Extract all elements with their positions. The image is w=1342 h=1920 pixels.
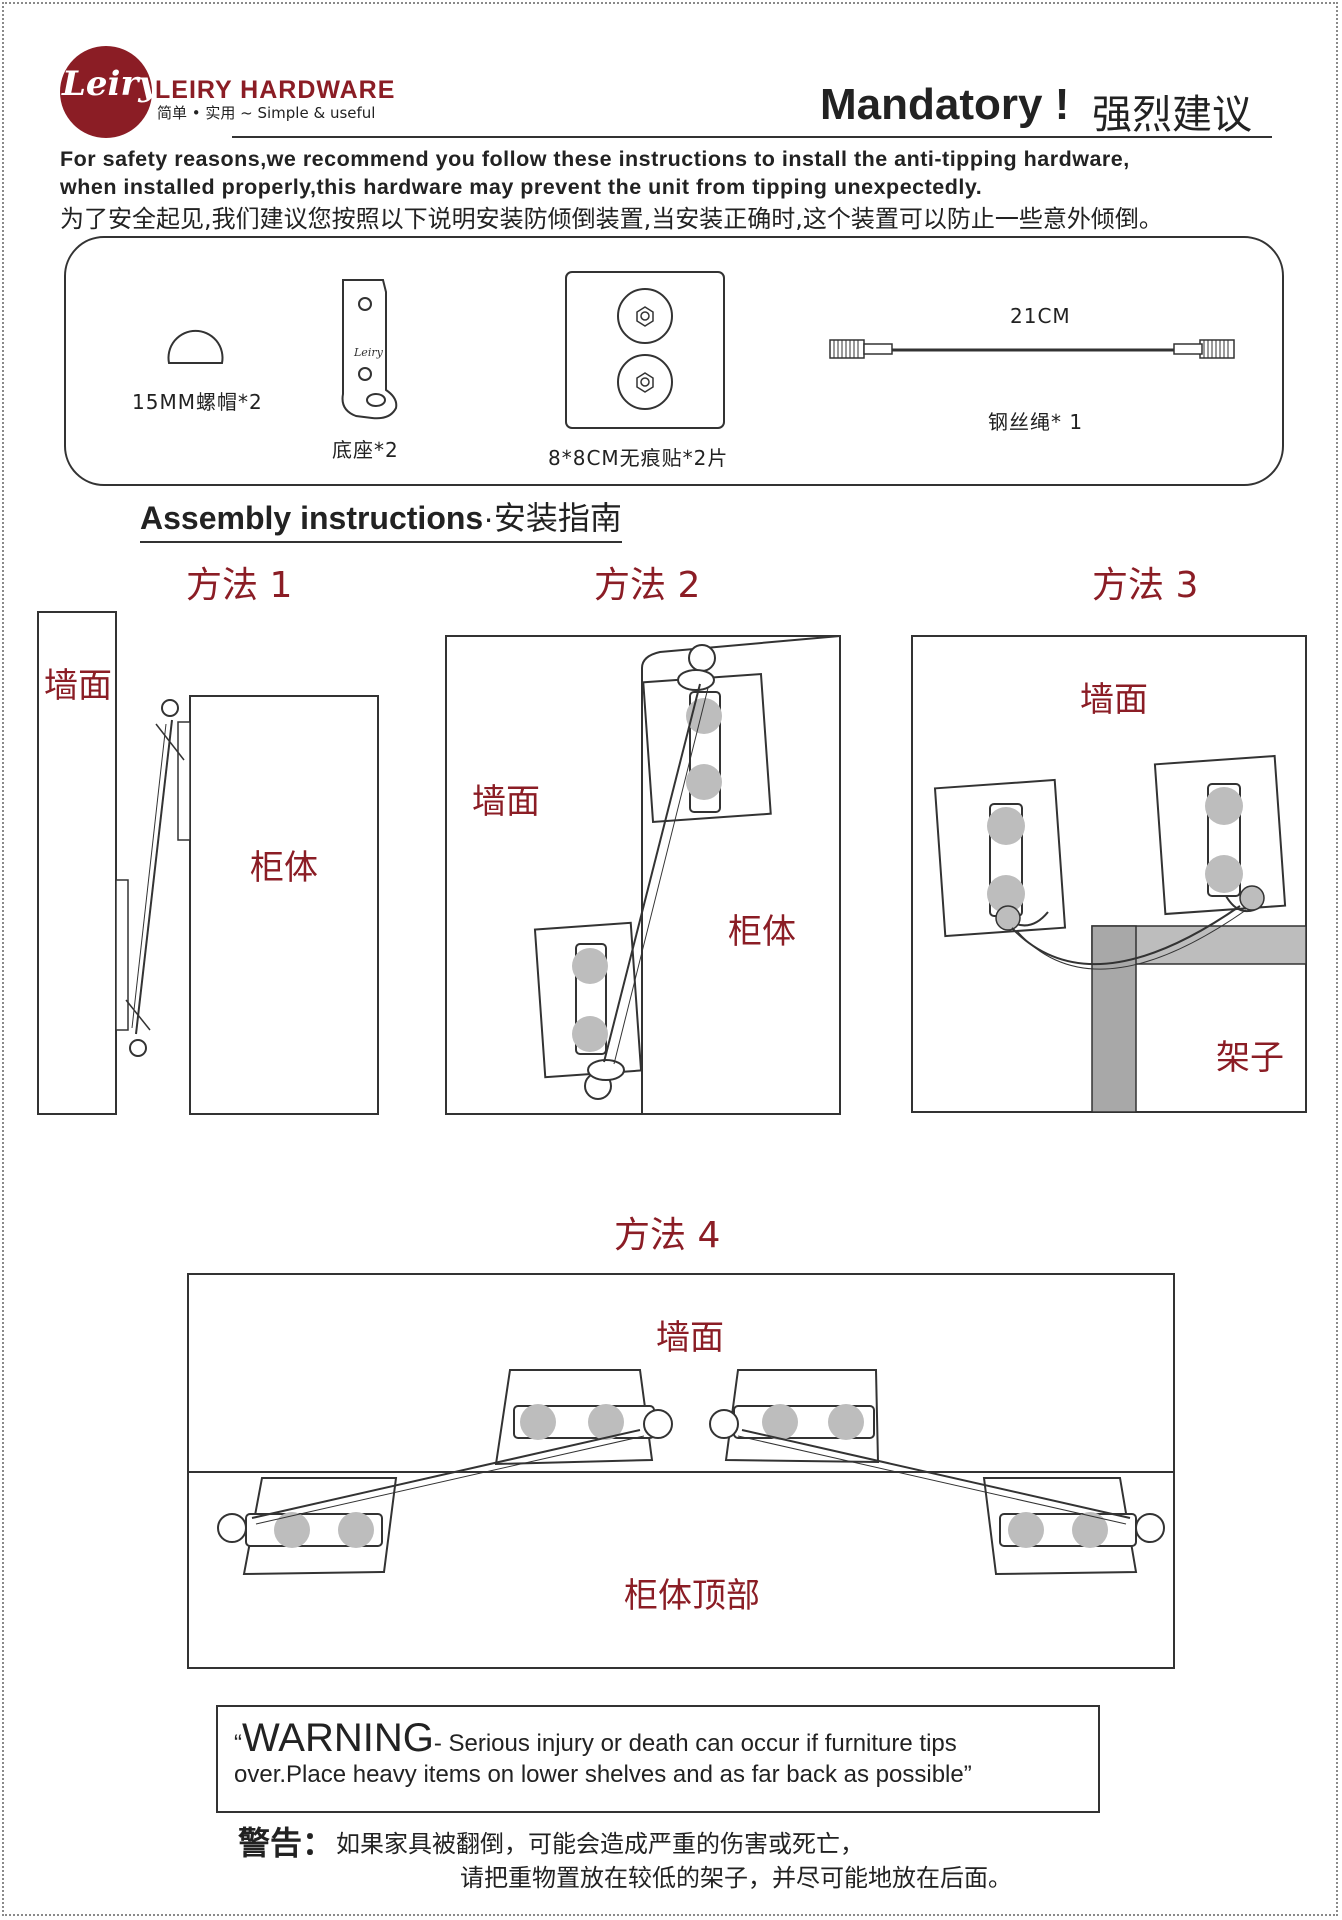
part-label-cap: 15MM螺帽*2 — [132, 390, 263, 414]
method-4-title: 方法 4 — [614, 1215, 721, 1256]
method-3-diagram — [911, 635, 1307, 1113]
part-label-pad: 8*8CM无痕贴*2片 — [548, 446, 729, 470]
assembly-title-cn: ·安装指南 — [483, 500, 622, 536]
intro-line-1: For safety reasons,we recommend you foll… — [60, 147, 1130, 171]
method-4-diagram — [187, 1273, 1175, 1669]
method-4-wall-label: 墙面 — [656, 1318, 724, 1358]
mandatory-title-cn: 强烈建议 — [1092, 92, 1252, 138]
method-1-title: 方法 1 — [186, 565, 293, 606]
method-1-wall-label: 墙面 — [44, 666, 112, 706]
method-1-cabinet-label: 柜体 — [250, 848, 318, 888]
cap-icon — [167, 329, 224, 364]
method-2-diagram — [445, 635, 841, 1115]
parts-panel — [64, 236, 1284, 486]
warning-cn-heading: 警告： — [238, 1824, 335, 1862]
warning-quote: “ — [234, 1730, 242, 1757]
assembly-title: Assembly instructions·安装指南 — [140, 493, 622, 543]
warning-cn-line-2: 请把重物置放在较低的架子，并尽可能地放在后面。 — [460, 1864, 1012, 1892]
warning-box — [216, 1705, 1100, 1813]
brand-tagline: 简单 • 实用 ~ Simple & useful — [157, 104, 376, 122]
warning-cn-line-1: 如果家具被翻倒，可能会造成严重的伤害或死亡， — [336, 1830, 864, 1858]
method-3-title: 方法 3 — [1092, 565, 1199, 606]
svg-text:Leiry: Leiry — [353, 346, 384, 359]
method-2-cabinet-label: 柜体 — [728, 912, 796, 952]
mandatory-title: Mandatory ! — [820, 80, 1070, 129]
brand-name: LEIRY HARDWARE — [155, 76, 396, 104]
method-4-cabinet-top-label: 柜体顶部 — [624, 1576, 760, 1616]
assembly-title-en: Assembly instructions — [140, 500, 484, 536]
warning-word: WARNING — [242, 1716, 434, 1760]
logo-script: Leiry — [62, 64, 159, 104]
method-3-wall-label: 墙面 — [1080, 680, 1148, 720]
intro-english: For safety reasons,we recommend you foll… — [60, 145, 1130, 201]
logo-badge — [60, 46, 152, 138]
header-rule — [232, 136, 1272, 138]
method-1-diagram — [37, 611, 379, 1115]
adhesive-pad-icon — [565, 271, 725, 429]
warning-line-1-rest: - Serious injury or death can occur if f… — [433, 1730, 957, 1757]
method-2-title: 方法 2 — [594, 565, 701, 606]
warning-line-1: “WARNING- Serious injury or death can oc… — [234, 1716, 957, 1761]
intro-chinese: 为了安全起见,我们建议您按照以下说明安装防倾倒装置,当安装正确时,这个装置可以防… — [60, 205, 1163, 233]
method-2-wall-label: 墙面 — [472, 782, 540, 822]
part-label-rope: 钢丝绳* 1 — [988, 410, 1084, 434]
method-3-shelf-label: 架子 — [1216, 1038, 1284, 1078]
steel-rope-icon — [829, 339, 1235, 359]
part-label-rope-length: 21CM — [1010, 304, 1071, 328]
warning-line-2: over.Place heavy items on lower shelves … — [234, 1761, 972, 1788]
part-label-bracket: 底座*2 — [332, 438, 399, 462]
intro-line-2: when installed properly,this hardware ma… — [60, 175, 983, 199]
bracket-icon: Leiry — [341, 279, 398, 420]
